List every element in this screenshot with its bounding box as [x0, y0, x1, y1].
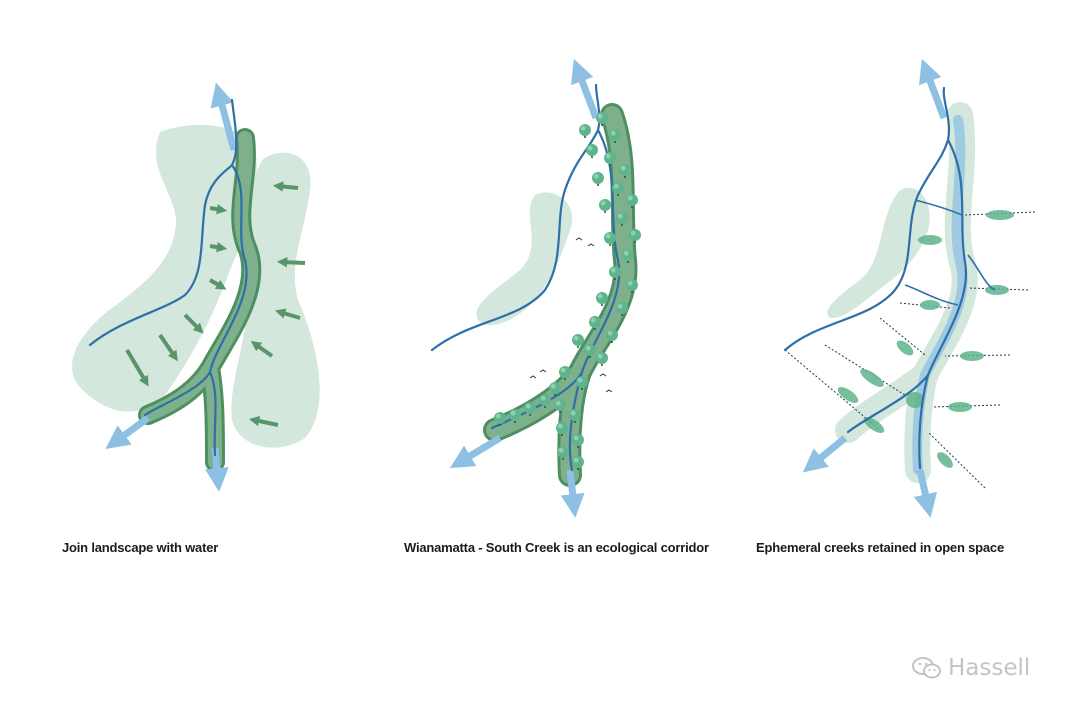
wechat-icon [912, 656, 942, 680]
watermark: Hassell [912, 655, 1030, 681]
water-flow-arrow-top [571, 58, 600, 120]
diagram-panel-1 [72, 82, 320, 492]
bird-marks [529, 237, 613, 393]
watermark-text: Hassell [948, 655, 1031, 681]
water-flow-arrow-left [802, 435, 848, 473]
creek-line [783, 86, 968, 470]
caption-join-landscape: Join landscape with water [62, 540, 219, 555]
landscape-blob [476, 192, 573, 325]
water-flow-arrow-left [105, 415, 151, 449]
tributary-lines [904, 199, 996, 306]
caption-ecological-corridor: Wianamatta - South Creek is an ecologica… [404, 540, 709, 555]
water-flow-arrow-top [210, 82, 238, 151]
caption-ephemeral-creeks: Ephemeral creeks retained in open space [756, 540, 1004, 555]
landscape-arrows [125, 181, 306, 427]
landscape-blob [827, 187, 930, 319]
ephemeral-creek-pockets [837, 210, 1014, 468]
water-flow-arrow-bottom [913, 469, 938, 518]
water-flow-arrow-bottom [560, 469, 585, 518]
landscape-blob-right [231, 152, 320, 448]
diagram-panel-3 [783, 58, 1036, 518]
diagram-panel-2 [430, 58, 641, 518]
water-flow-arrow-top [919, 58, 948, 120]
landscape-blob-left [72, 125, 257, 412]
creek-line [88, 98, 248, 457]
water-flow-arrow-left [449, 434, 502, 469]
